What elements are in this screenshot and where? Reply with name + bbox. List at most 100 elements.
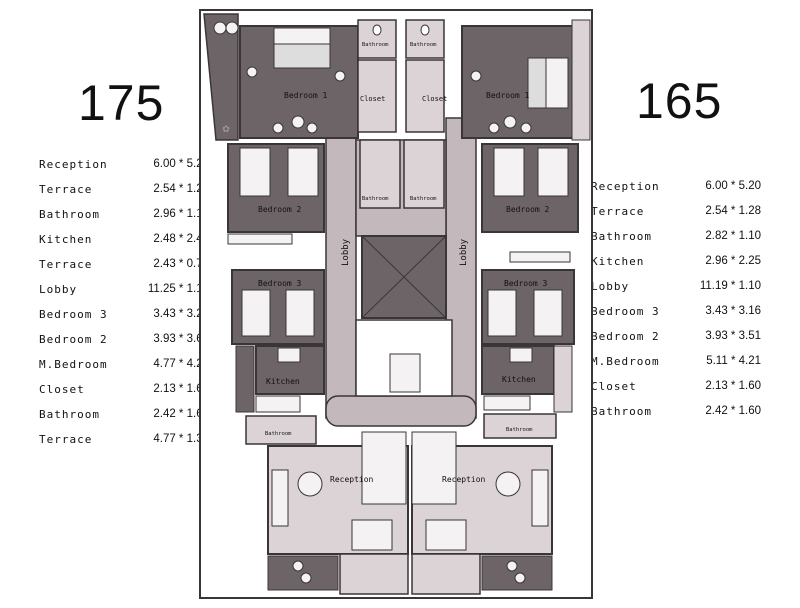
bedroom-3-right bbox=[481, 269, 575, 345]
room-spec-row: Reception 6.00 * 5.20 bbox=[39, 158, 209, 183]
room-name: Terrace bbox=[39, 258, 93, 271]
room-spec-row: Terrace 2.54 * 1.28 bbox=[39, 183, 209, 208]
room-size: 2.13 * 1.60 bbox=[153, 383, 209, 395]
room-size: 3.43 * 3.16 bbox=[705, 305, 761, 317]
label-bedroom1-left: Bedroom 1 bbox=[284, 91, 328, 100]
room-size: 2.42 * 1.60 bbox=[153, 408, 209, 420]
unit-number-right: 165 bbox=[636, 73, 723, 129]
master-bedroom-left bbox=[239, 25, 359, 139]
label-bedroom1-right: Bedroom 1 bbox=[486, 91, 530, 100]
room-spec-row: Lobby 11.25 * 1.10 bbox=[39, 283, 209, 308]
room-name: Kitchen bbox=[39, 233, 93, 246]
reception-right bbox=[361, 431, 553, 595]
room-size: 2.42 * 1.60 bbox=[705, 405, 761, 417]
room-name: Bathroom bbox=[39, 408, 100, 421]
room-name: Bedroom 2 bbox=[591, 330, 660, 343]
room-spec-row: Bedroom 2 3.93 * 3.51 bbox=[591, 330, 761, 355]
terrace-bottom bbox=[267, 555, 553, 591]
room-size: 2.54 * 1.28 bbox=[153, 183, 209, 195]
terrace-top-right bbox=[571, 19, 591, 141]
bedroom-2-right bbox=[481, 143, 579, 263]
room-size: 11.25 * 1.10 bbox=[147, 283, 209, 295]
label-closet-left: Closet bbox=[360, 95, 385, 103]
master-bedroom-right bbox=[461, 25, 581, 139]
label-bedroom3-left: Bedroom 3 bbox=[258, 279, 302, 288]
label-bathroom-top-left: Bathroom bbox=[362, 42, 389, 48]
room-size: 2.82 * 1.10 bbox=[705, 230, 761, 242]
room-spec-row: Terrace 2.43 * 0.74 bbox=[39, 258, 209, 283]
terrace-top-left: ✿ bbox=[203, 13, 239, 141]
room-name: Terrace bbox=[591, 205, 645, 218]
room-name: Lobby bbox=[39, 283, 78, 296]
label-bathroom-mid-left: Bathroom bbox=[362, 196, 389, 202]
room-name: Reception bbox=[39, 158, 108, 171]
room-spec-row: Bathroom 2.42 * 1.60 bbox=[591, 405, 761, 430]
room-spec-row: Closet 2.13 * 1.60 bbox=[39, 383, 209, 408]
elevator-core bbox=[355, 235, 453, 397]
room-name: Terrace bbox=[39, 433, 93, 446]
room-name: Bedroom 3 bbox=[39, 308, 108, 321]
label-bedroom3-right: Bedroom 3 bbox=[504, 279, 548, 288]
room-size: 6.00 * 5.20 bbox=[705, 180, 761, 192]
room-spec-row: M.Bedroom 5.11 * 4.21 bbox=[591, 355, 761, 380]
room-size: 6.00 * 5.20 bbox=[153, 158, 209, 170]
kitchen-bathrooms bbox=[245, 413, 557, 445]
label-bedroom2-right: Bedroom 2 bbox=[506, 205, 550, 214]
room-name: Reception bbox=[591, 180, 660, 193]
label-bathroom-kitchen-right: Bathroom bbox=[506, 427, 533, 433]
room-size: 11.19 * 1.10 bbox=[699, 280, 761, 292]
room-spec-row: Terrace 4.77 * 1.33 bbox=[39, 433, 209, 458]
room-size: 2.48 * 2.43 bbox=[153, 233, 209, 245]
room-size: 2.96 * 2.25 bbox=[705, 255, 761, 267]
label-bathroom-mid-right: Bathroom bbox=[410, 196, 437, 202]
label-reception-right: Reception bbox=[442, 475, 486, 484]
room-size: 2.43 * 0.74 bbox=[153, 258, 209, 270]
room-spec-row: Bathroom 2.42 * 1.60 bbox=[39, 408, 209, 433]
label-lobby-left: Lobby bbox=[341, 238, 351, 266]
unit-number-left: 175 bbox=[78, 75, 165, 131]
room-spec-row: Closet 2.13 * 1.60 bbox=[591, 380, 761, 405]
terrace-mid-left bbox=[235, 345, 255, 413]
room-spec-row: Terrace 2.54 * 1.28 bbox=[591, 205, 761, 230]
reception-left bbox=[267, 445, 409, 595]
label-bathroom-kitchen-left: Bathroom bbox=[265, 431, 292, 437]
kitchen-left bbox=[255, 345, 325, 413]
room-name: M.Bedroom bbox=[591, 355, 660, 368]
room-size: 4.77 * 1.33 bbox=[153, 433, 209, 445]
svg-text:✿: ✿ bbox=[222, 121, 230, 135]
room-spec-row: Kitchen 2.48 * 2.43 bbox=[39, 233, 209, 258]
room-spec-row: Kitchen 2.96 * 2.25 bbox=[591, 255, 761, 280]
room-spec-row: Reception 6.00 * 5.20 bbox=[591, 180, 761, 205]
label-bathroom-top-right: Bathroom bbox=[410, 42, 437, 48]
room-name: Closet bbox=[591, 380, 637, 393]
closets bbox=[357, 19, 445, 209]
room-size: 5.11 * 4.21 bbox=[706, 355, 761, 367]
room-name: M.Bedroom bbox=[39, 358, 108, 371]
room-spec-row: Bedroom 3 3.43 * 3.28 bbox=[39, 308, 209, 333]
room-name: Terrace bbox=[39, 183, 93, 196]
room-name: Bedroom 2 bbox=[39, 333, 108, 346]
room-name: Lobby bbox=[591, 280, 630, 293]
room-name: Closet bbox=[39, 383, 85, 396]
label-closet-right: Closet bbox=[422, 95, 447, 103]
room-size: 3.43 * 3.28 bbox=[153, 308, 209, 320]
label-kitchen-left: Kitchen bbox=[266, 377, 300, 386]
room-name: Bathroom bbox=[591, 405, 652, 418]
label-bedroom2-left: Bedroom 2 bbox=[258, 205, 302, 214]
label-reception-left: Reception bbox=[330, 475, 374, 484]
room-name: Kitchen bbox=[591, 255, 645, 268]
bedroom-2-left bbox=[227, 143, 325, 245]
label-lobby-right: Lobby bbox=[459, 238, 469, 266]
terrace-mid-right bbox=[553, 345, 573, 413]
room-size: 2.54 * 1.28 bbox=[705, 205, 761, 217]
room-spec-row: Lobby 11.19 * 1.10 bbox=[591, 280, 761, 305]
room-name: Bathroom bbox=[39, 208, 100, 221]
room-size: 2.96 * 1.10 bbox=[153, 208, 209, 220]
room-size: 2.13 * 1.60 bbox=[705, 380, 761, 392]
room-size: 3.93 * 3.51 bbox=[705, 330, 761, 342]
